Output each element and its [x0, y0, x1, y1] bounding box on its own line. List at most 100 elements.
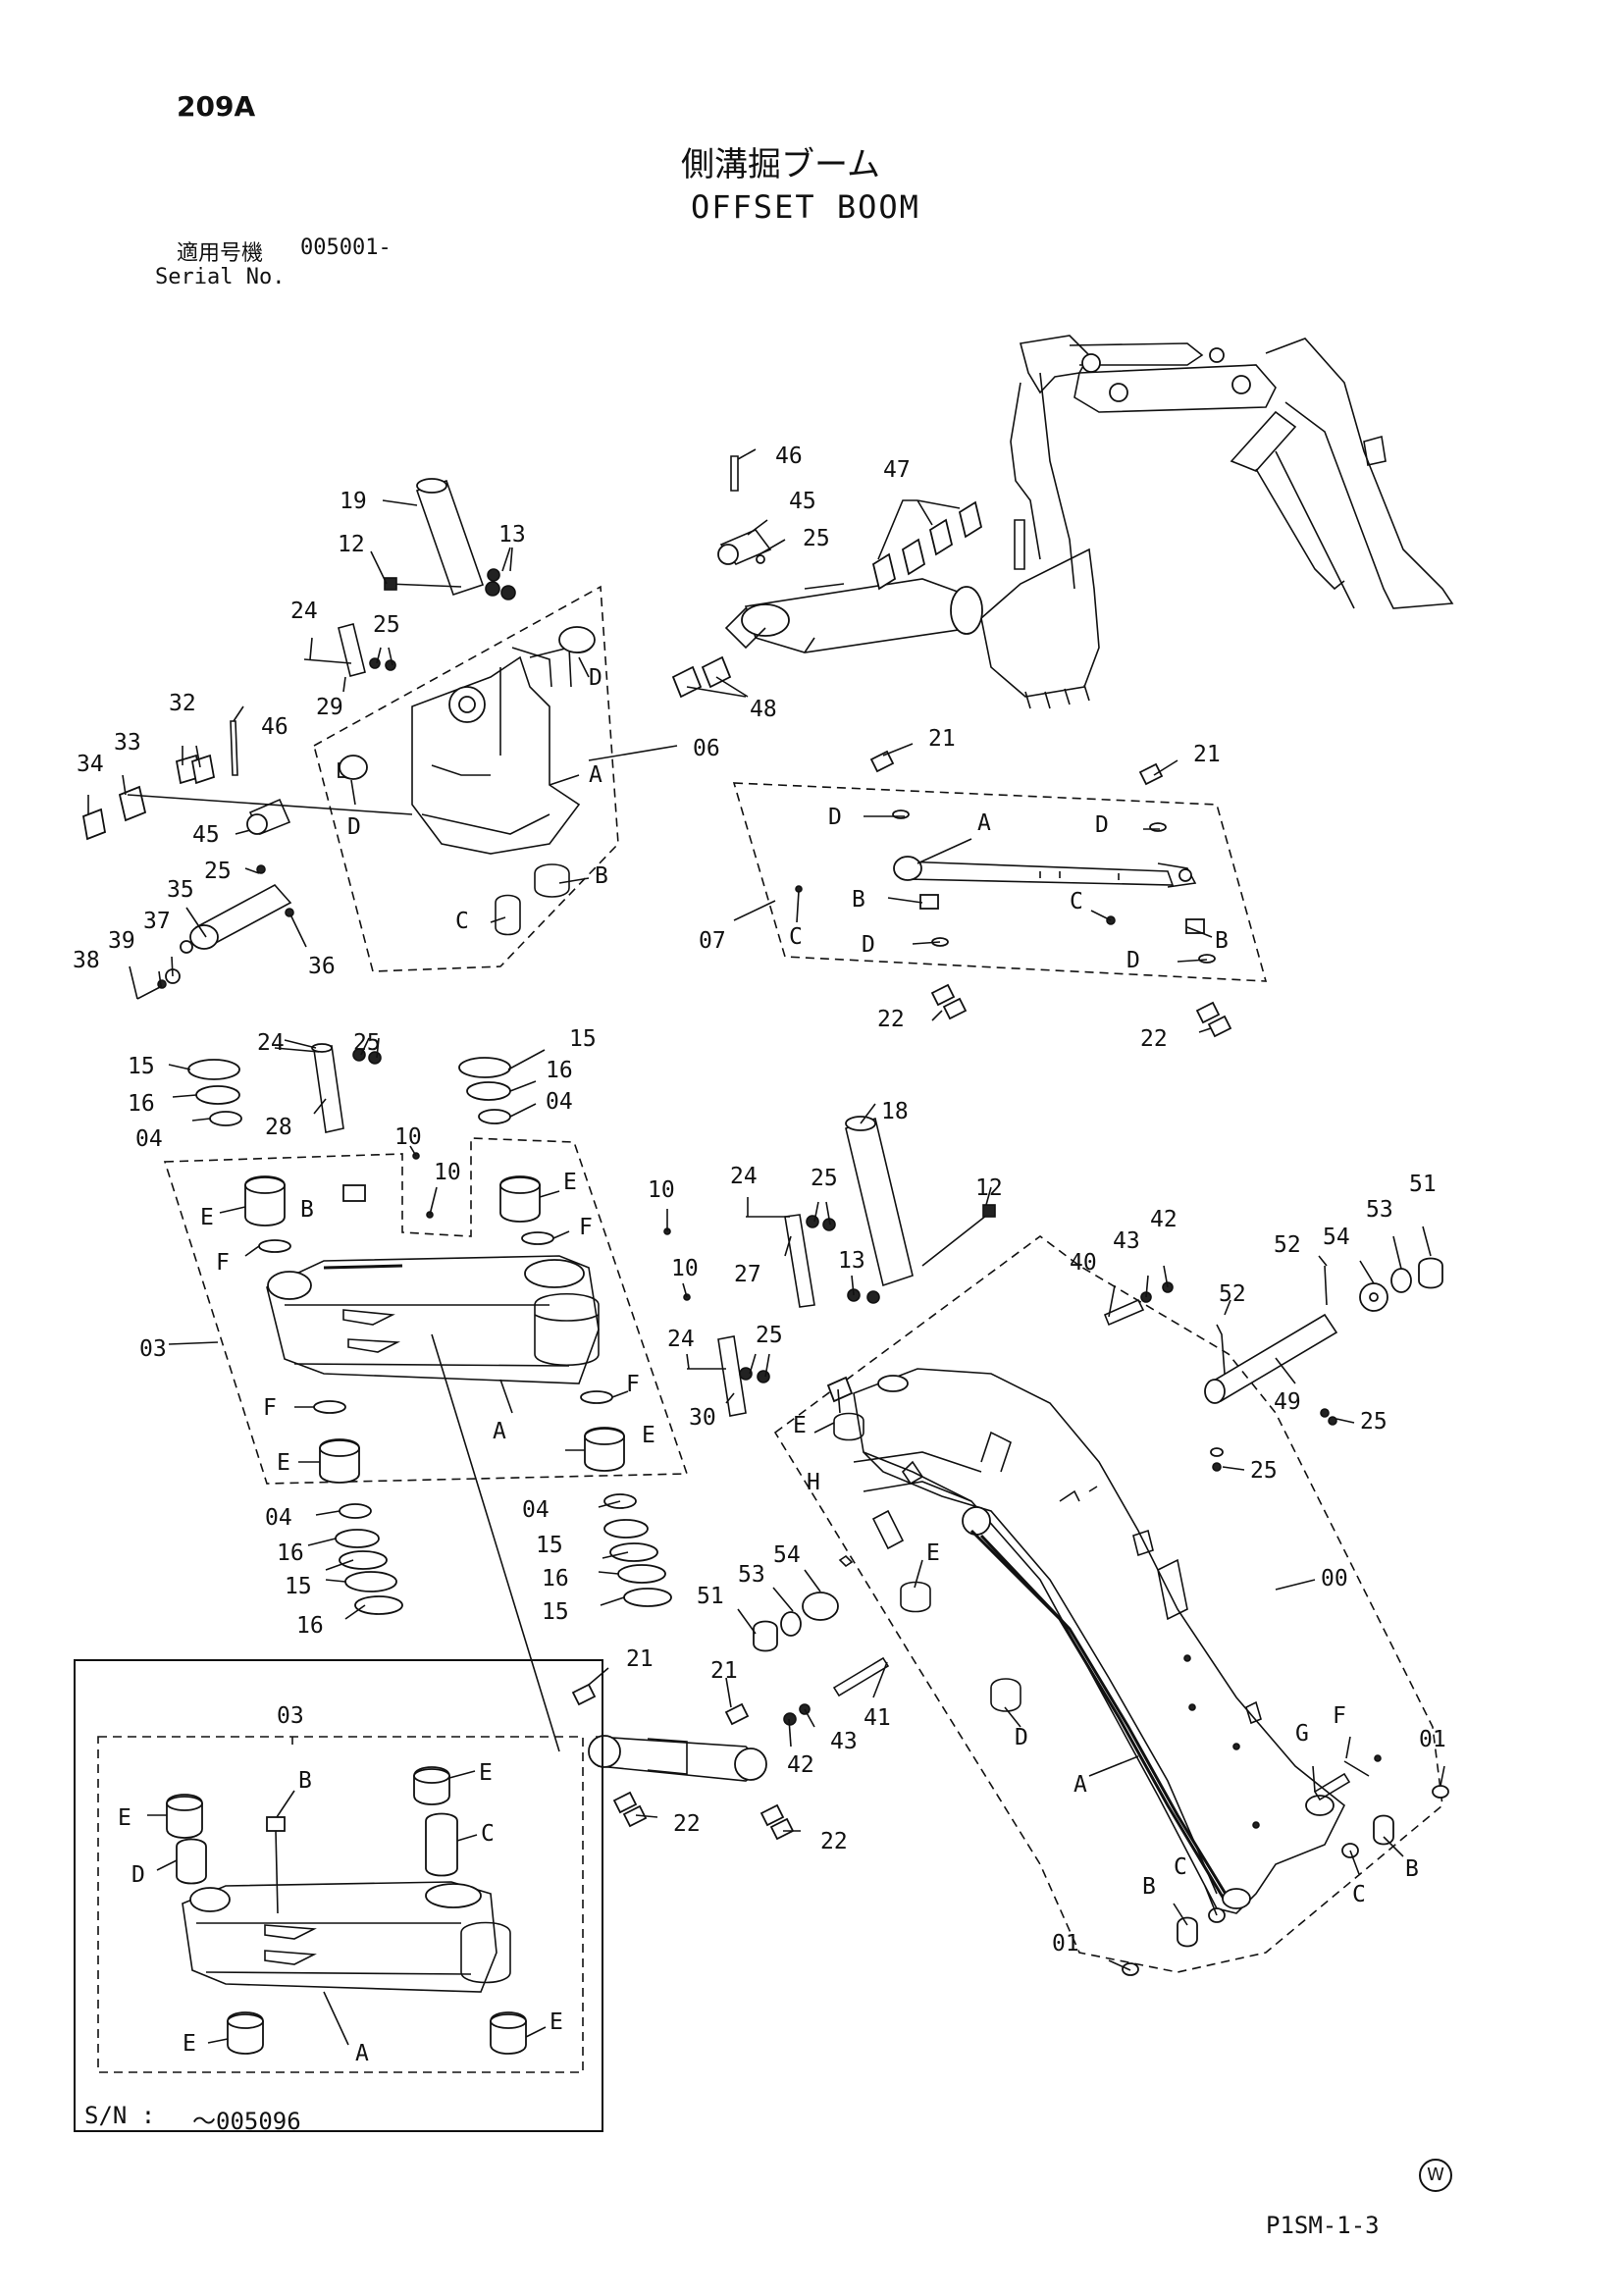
callout-10: 10	[671, 1256, 699, 1281]
callout-32: 32	[169, 691, 196, 716]
callout-24: 24	[730, 1164, 758, 1189]
insert-group-03-outline	[97, 1736, 584, 2073]
shims-48	[671, 655, 732, 699]
callout-45: 45	[192, 822, 220, 848]
group-07-outline	[732, 782, 1268, 982]
callout-13: 13	[838, 1248, 865, 1274]
callout-48: 48	[750, 697, 777, 722]
callout-47: 47	[883, 457, 911, 483]
callout-B: B	[1405, 1856, 1419, 1882]
insert-swing-bracket	[166, 1766, 527, 2055]
circle-mark: W	[1419, 2159, 1452, 2192]
washers-15-16-04	[187, 1057, 672, 1615]
callout-16: 16	[128, 1091, 155, 1117]
callout-00: 00	[1321, 1566, 1348, 1592]
excavator-overview-illustration	[980, 335, 1454, 709]
callout-A: A	[589, 762, 602, 788]
callout-37: 37	[143, 909, 171, 934]
callout-15: 15	[128, 1054, 155, 1079]
callout-D: D	[862, 932, 875, 958]
callout-21: 21	[626, 1646, 654, 1672]
callout-15: 15	[285, 1574, 312, 1599]
callout-46: 46	[775, 444, 803, 469]
callout-12: 12	[975, 1175, 1003, 1201]
callout-06: 06	[693, 736, 720, 761]
title-english: OFFSET BOOM	[691, 188, 920, 226]
callout-F: F	[579, 1215, 593, 1240]
callout-15: 15	[542, 1599, 569, 1625]
callout-03: 03	[139, 1336, 167, 1362]
callout-D: D	[1015, 1725, 1028, 1750]
callout-C: C	[1352, 1882, 1366, 1907]
callout-25: 25	[756, 1323, 783, 1348]
pin-19-bolt-12	[384, 478, 516, 600]
callout-36: 36	[308, 954, 336, 979]
callout-10: 10	[434, 1160, 461, 1185]
callout-D: D	[589, 665, 602, 691]
callout-E-insert: E	[479, 1760, 493, 1786]
callout-30: 30	[689, 1405, 716, 1431]
callout-01: 01	[1052, 1931, 1079, 1957]
callout-B: B	[300, 1197, 314, 1223]
callout-54: 54	[1323, 1225, 1350, 1250]
callout-25: 25	[811, 1166, 838, 1191]
callout-D: D	[1126, 948, 1140, 973]
callout-43: 43	[1113, 1228, 1140, 1254]
callout-D: D	[347, 814, 361, 840]
callout-E: E	[642, 1423, 655, 1448]
callout-16: 16	[546, 1058, 573, 1083]
callout-28: 28	[265, 1115, 292, 1140]
callout-35: 35	[167, 877, 194, 903]
callout-04: 04	[265, 1505, 292, 1531]
callout-19: 19	[340, 489, 367, 514]
callout-15: 15	[536, 1533, 563, 1558]
callout-10: 10	[648, 1177, 675, 1203]
callout-25: 25	[1250, 1458, 1278, 1484]
callout-B: B	[1215, 928, 1229, 954]
callout-53: 53	[738, 1562, 765, 1588]
callout-A: A	[493, 1419, 506, 1444]
group-00-outline	[773, 1235, 1443, 1973]
callout-22: 22	[673, 1811, 701, 1837]
callout-25: 25	[353, 1030, 381, 1056]
pin-49-washers	[753, 1257, 1443, 1652]
callout-E-insert: E	[118, 1805, 131, 1831]
callout-16: 16	[542, 1566, 569, 1592]
boom-bushings-pins	[826, 1376, 1449, 1976]
callout-E: E	[277, 1450, 290, 1476]
callout-D: D	[828, 805, 842, 830]
pins-27-30	[687, 1214, 836, 1417]
callout-42: 42	[787, 1752, 814, 1778]
callout-22: 22	[877, 1007, 905, 1032]
callout-13: 13	[498, 522, 526, 548]
callout-51: 51	[697, 1584, 724, 1609]
callout-15: 15	[569, 1026, 597, 1052]
callout-03-insert: 03	[277, 1703, 304, 1729]
callout-42: 42	[1150, 1207, 1178, 1232]
callout-E-insert: E	[550, 2009, 563, 2035]
callout-C: C	[455, 909, 469, 934]
callout-34: 34	[77, 752, 104, 777]
callout-C: C	[1174, 1854, 1187, 1880]
callout-52: 52	[1219, 1281, 1246, 1307]
callout-10: 10	[394, 1124, 422, 1150]
callout-G: G	[1295, 1721, 1309, 1747]
callout-F: F	[263, 1395, 277, 1421]
cylinder-lower	[431, 1333, 795, 1841]
callout-45: 45	[789, 489, 816, 514]
callout-43: 43	[830, 1729, 858, 1754]
callout-39: 39	[108, 928, 135, 954]
callout-04: 04	[522, 1497, 550, 1523]
callout-B: B	[595, 863, 608, 889]
bushing-d-group06	[339, 626, 596, 780]
callout-29: 29	[316, 695, 343, 720]
boom-00	[853, 1368, 1346, 1914]
callout-33: 33	[114, 730, 141, 756]
left-pins-washers	[81, 720, 413, 1000]
callout-B-insert: B	[298, 1768, 312, 1794]
serial-range: 005001-	[300, 235, 392, 260]
swing-bracket-03	[266, 1255, 600, 1384]
title-japanese: 側溝掘ブーム	[681, 145, 880, 184]
callout-E: E	[793, 1413, 807, 1438]
